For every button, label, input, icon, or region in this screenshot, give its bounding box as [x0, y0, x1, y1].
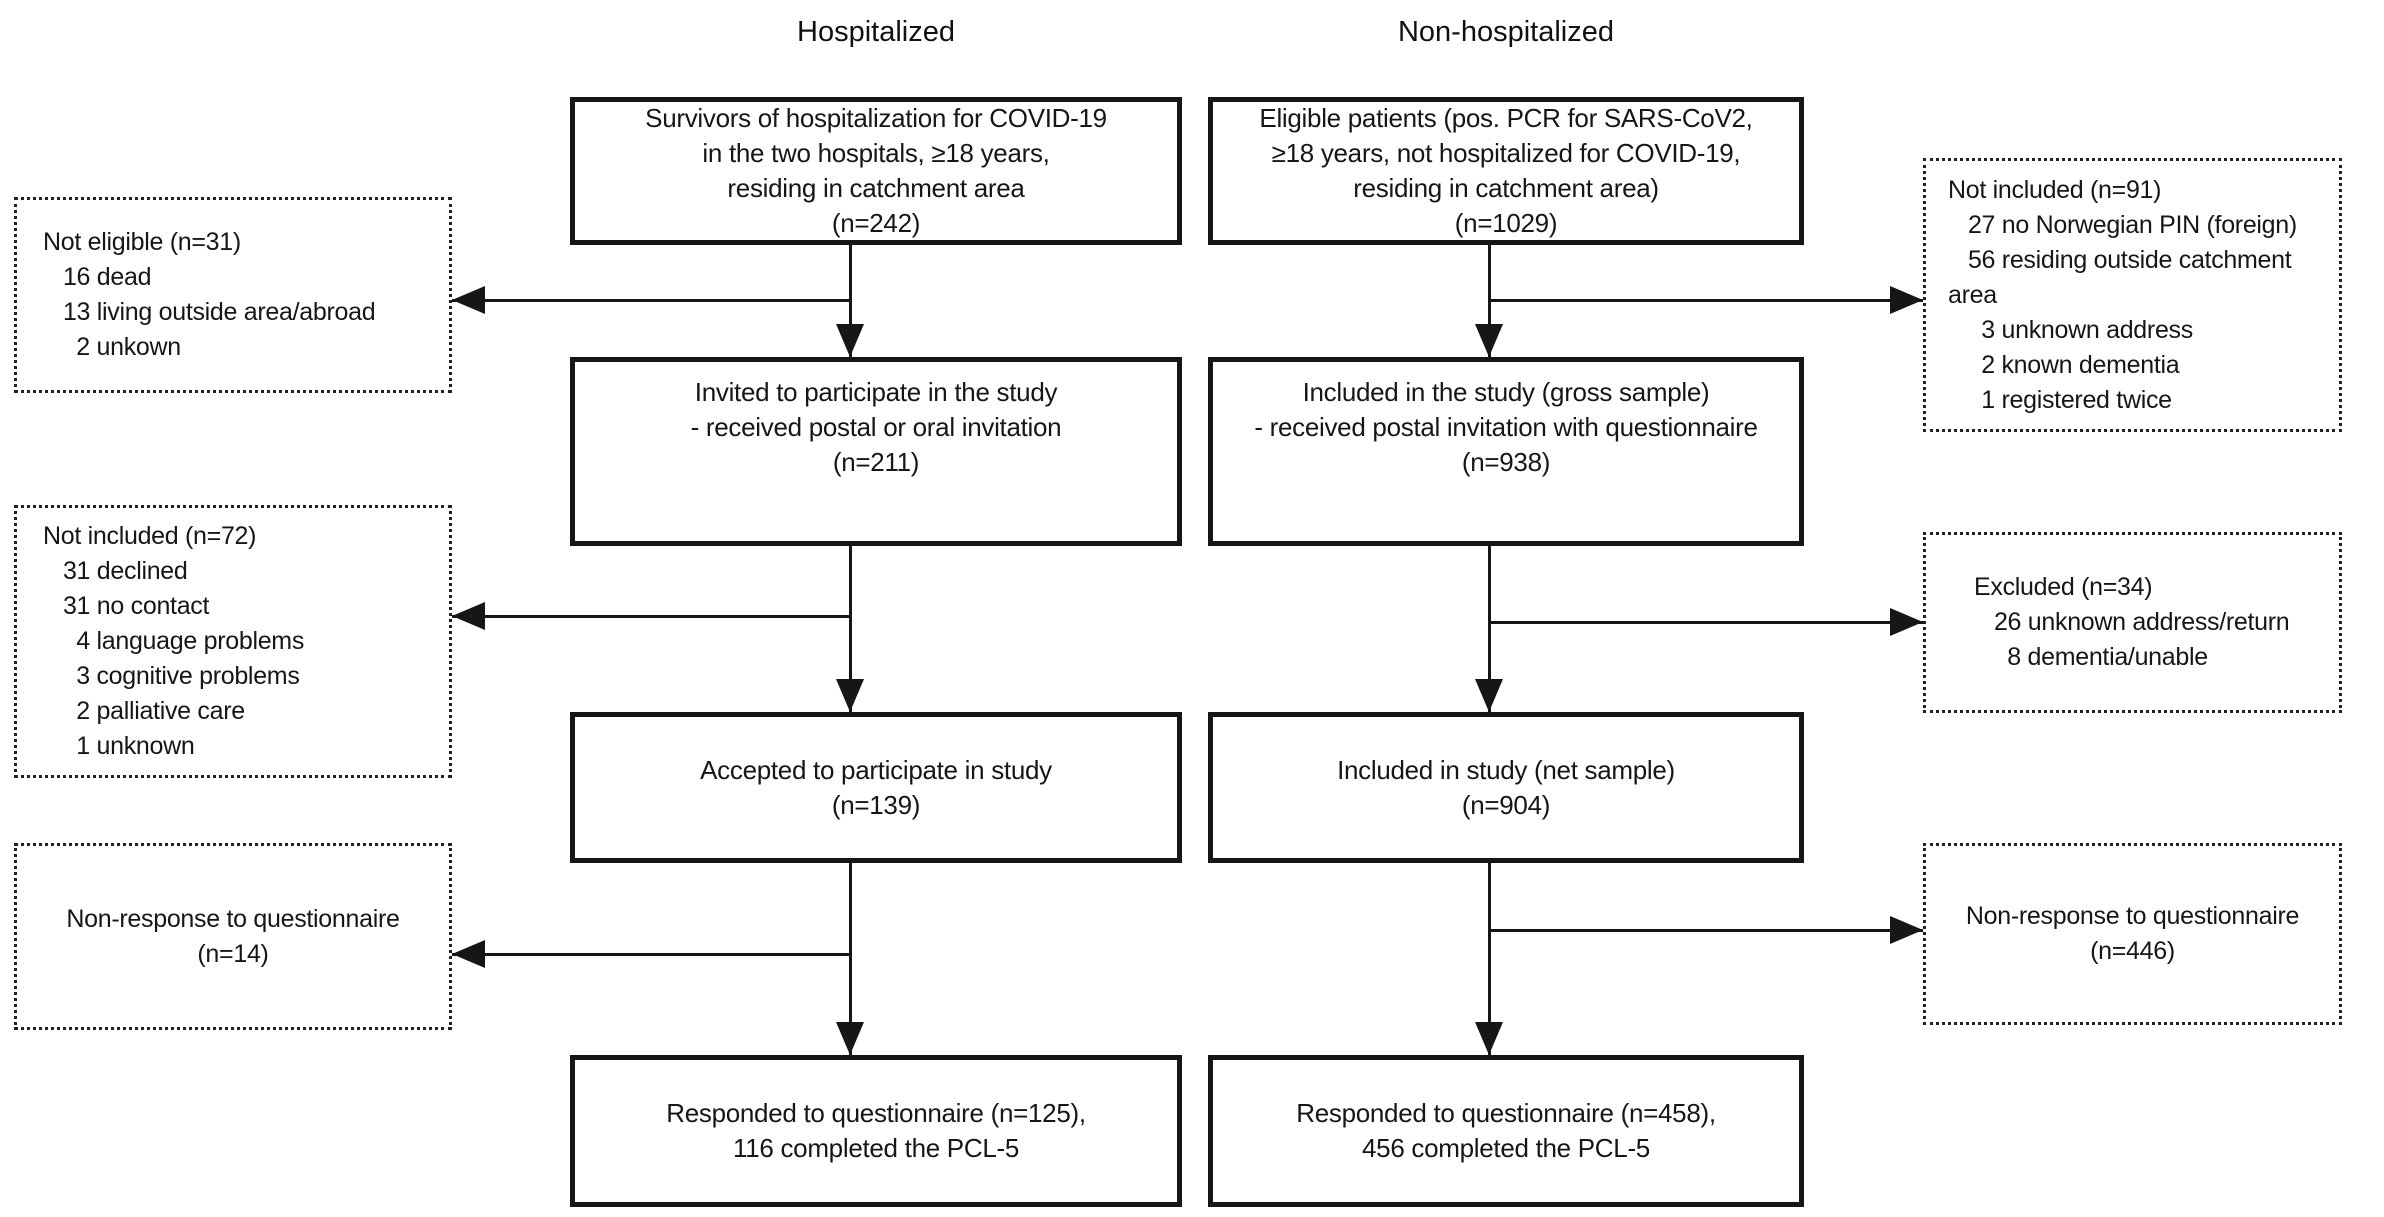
arrow-right-icon-nonhosp-3	[1890, 916, 1923, 944]
text-line: area	[1948, 280, 1997, 309]
text-line: - received postal or oral invitation	[690, 412, 1062, 442]
text-line: 8 dementia/unable	[1974, 643, 2208, 671]
box-survivors-hospitalized: Survivors of hospitalization for COVID-1…	[570, 97, 1182, 245]
text-line: Responded to questionnaire (n=458),	[1296, 1098, 1716, 1128]
text-line: 1 registered twice	[1948, 385, 2172, 414]
text-line: 1 unknown	[43, 732, 195, 760]
branch-line-hosp-3	[452, 953, 852, 956]
text-line: - received postal invitation with questi…	[1254, 412, 1758, 442]
text-line: Invited to participate in the study	[694, 377, 1058, 407]
column-header-hospitalized: Hospitalized	[797, 16, 955, 48]
text-line: 27 no Norwegian PIN (foreign)	[1948, 210, 2297, 239]
arrow-right-icon-nonhosp-2	[1890, 608, 1923, 636]
exclusion-not-included-hospitalized: Not included (n=72) 31 declined 31 no co…	[14, 505, 452, 778]
box-eligible-patients: Eligible patients (pos. PCR for SARS-CoV…	[1208, 97, 1804, 245]
text-line: Included in study (net sample)	[1337, 754, 1675, 785]
text-line: in the two hospitals, ≥18 years,	[702, 138, 1050, 168]
exclusion-non-response-hospitalized: Non-response to questionnaire (n=14)	[14, 843, 452, 1030]
text-line: 16 dead	[43, 263, 152, 291]
branch-line-nonhosp-3	[1489, 929, 1923, 932]
text-line: Not included (n=72)	[43, 522, 257, 550]
text-line: (n=1029)	[1454, 208, 1558, 238]
branch-line-nonhosp-1	[1489, 299, 1923, 302]
branch-line-hosp-2	[452, 615, 852, 618]
exclusion-excluded: Excluded (n=34) 26 unknown address/retur…	[1923, 532, 2342, 713]
text-line: (n=211)	[832, 447, 920, 477]
box-invited-to-participate: Invited to participate in the study - rec…	[570, 357, 1182, 546]
arrow-down-icon-hosp-3	[836, 1022, 864, 1055]
text-line: 2 known dementia	[1948, 350, 2180, 379]
box-accepted-to-participate: Accepted to participate in study (n=139)	[570, 712, 1182, 863]
text-line: Responded to questionnaire (n=125),	[666, 1098, 1086, 1128]
text-line: Not eligible (n=31)	[43, 228, 241, 256]
exclusion-not-included-non-hospitalized: Not included (n=91) 27 no Norwegian PIN …	[1923, 158, 2342, 432]
text-line: Accepted to participate in study	[700, 754, 1052, 785]
text-line: 3 cognitive problems	[43, 662, 300, 690]
box-included-gross-sample: Included in the study (gross sample) - re…	[1208, 357, 1804, 546]
branch-line-hosp-1	[452, 299, 852, 302]
text-line: (n=446)	[2090, 937, 2175, 965]
arrow-down-icon-nonhosp-3	[1475, 1022, 1503, 1055]
text-line: residing in catchment area	[727, 173, 1025, 203]
text-line: 56 residing outside catchment	[1948, 245, 2292, 274]
text-line: 13 living outside area/abroad	[43, 298, 376, 326]
connector-line-nonhosp-3	[1488, 863, 1491, 1055]
connector-line-hosp-3	[849, 863, 852, 1055]
text-line: 2 palliative care	[43, 697, 245, 725]
text-line: ≥18 years, not hospitalized for COVID-19…	[1271, 138, 1741, 168]
text-line: Included in the study (gross sample)	[1302, 377, 1710, 407]
text-line: 116 completed the PCL-5	[732, 1133, 1020, 1163]
box-included-net-sample: Included in study (net sample) (n=904)	[1208, 712, 1804, 863]
arrow-down-icon-hosp-2	[836, 679, 864, 712]
box-responded-non-hospitalized: Responded to questionnaire (n=458), 456 c…	[1208, 1055, 1804, 1207]
exclusion-non-response-non-hospitalized: Non-response to questionnaire (n=446)	[1923, 843, 2342, 1025]
text-line: 2 unkown	[43, 333, 181, 361]
text-line: (n=139)	[831, 789, 921, 820]
exclusion-not-eligible: Not eligible (n=31) 16 dead 13 living ou…	[14, 197, 452, 393]
text-line: 31 declined	[43, 557, 188, 585]
connector-line-hosp-2	[849, 546, 852, 712]
arrow-left-icon-hosp-2	[452, 602, 485, 630]
text-line: Non-response to questionnaire	[1965, 902, 2300, 930]
text-line: residing in catchment area)	[1353, 173, 1659, 203]
arrow-right-icon-nonhosp-1	[1890, 286, 1923, 314]
text-line: 31 no contact	[43, 592, 210, 620]
text-line: 456 completed the PCL-5	[1362, 1133, 1650, 1163]
text-line: Not included (n=91)	[1948, 175, 2162, 204]
arrow-left-icon-hosp-1	[452, 286, 485, 314]
arrow-down-icon-nonhosp-1	[1475, 324, 1503, 357]
text-line: (n=938)	[1461, 447, 1551, 477]
text-line: 4 language problems	[43, 627, 305, 655]
box-responded-hospitalized: Responded to questionnaire (n=125), 116 c…	[570, 1055, 1182, 1207]
branch-line-nonhosp-2	[1489, 621, 1923, 624]
text-line: (n=14)	[197, 939, 269, 968]
text-line: (n=242)	[831, 208, 921, 238]
text-line: Excluded (n=34)	[1974, 573, 2153, 601]
connector-line-nonhosp-2	[1488, 546, 1491, 712]
arrow-down-icon-hosp-1	[836, 324, 864, 357]
text-line: 26 unknown address/return	[1974, 608, 2290, 636]
text-line: Non-response to questionnaire	[66, 904, 400, 933]
column-header-non-hospitalized: Non-hospitalized	[1397, 16, 1614, 48]
text-line: Survivors of hospitalization for COVID-1…	[645, 103, 1107, 133]
text-line: 3 unknown address	[1948, 315, 2193, 344]
text-line: (n=904)	[1461, 789, 1551, 820]
text-line: Eligible patients (pos. PCR for SARS-CoV…	[1259, 103, 1753, 133]
arrow-down-icon-nonhosp-2	[1475, 679, 1503, 712]
arrow-left-icon-hosp-3	[452, 940, 485, 968]
